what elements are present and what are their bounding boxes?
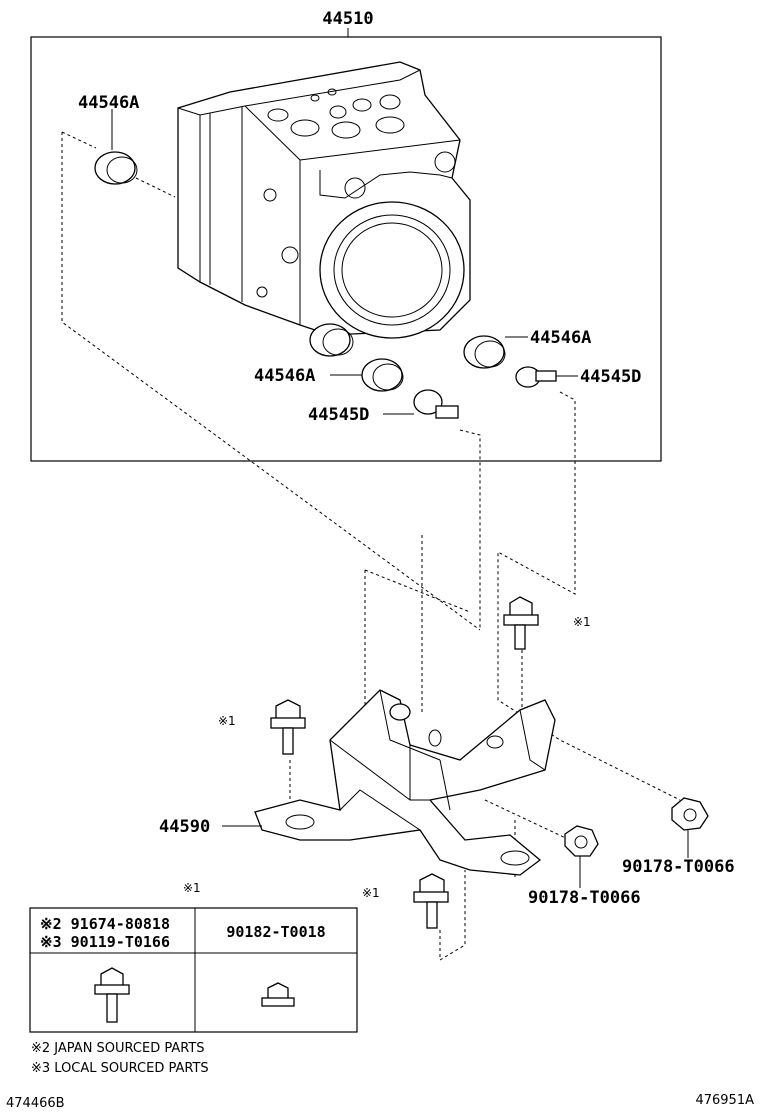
callout-assembly: 44510 <box>322 9 373 29</box>
callout-cushion-top: 44546A <box>78 93 139 113</box>
assembly-frame <box>30 36 662 462</box>
nut-icon-right <box>671 797 709 831</box>
cushion-icon-top <box>94 151 138 185</box>
callout-nut-center: 90178-T0066 <box>528 888 641 908</box>
table-part-col2: 90182-T0018 <box>226 923 325 941</box>
nut-icon-center <box>564 825 599 857</box>
bolt-icon-left <box>270 699 306 755</box>
note-local: ※3 LOCAL SOURCED PARTS <box>31 1061 209 1076</box>
callout-nut-right: 90178-T0066 <box>622 857 735 877</box>
ref-right: 476951A <box>695 1093 754 1108</box>
bracket-icon <box>254 689 556 876</box>
cushion-icon-left <box>361 358 404 392</box>
stud-icon-left <box>413 389 459 419</box>
abs-actuator-icon <box>177 61 471 339</box>
bolt-icon-upper <box>503 596 539 650</box>
bolt-table <box>29 907 358 1033</box>
table-part-line1: ※2 91674-80818 <box>40 915 170 933</box>
cushion-icon-mount <box>309 323 354 357</box>
marker-table: ※1 <box>183 881 201 895</box>
stud-icon-right <box>515 366 557 388</box>
marker-bolt-lower: ※1 <box>362 886 380 900</box>
ref-left: 474466B <box>6 1096 65 1111</box>
table-part-line2: ※3 90119-T0166 <box>40 933 170 951</box>
cushion-icon-right <box>463 335 506 369</box>
table-flange-bolt-icon <box>261 982 295 1007</box>
callout-cushion-left: 44546A <box>254 366 315 386</box>
table-bolt-icon <box>94 967 130 1023</box>
marker-bolt-upper: ※1 <box>573 615 591 629</box>
callout-cushion-right: 44546A <box>530 328 591 348</box>
note-japan: ※2 JAPAN SOURCED PARTS <box>31 1041 205 1056</box>
callout-stud-left: 44545D <box>308 405 369 425</box>
callout-stud-right: 44545D <box>580 367 641 387</box>
bolt-icon-lower <box>413 873 449 929</box>
marker-bolt-left: ※1 <box>218 714 236 728</box>
callout-bracket: 44590 <box>159 817 210 837</box>
